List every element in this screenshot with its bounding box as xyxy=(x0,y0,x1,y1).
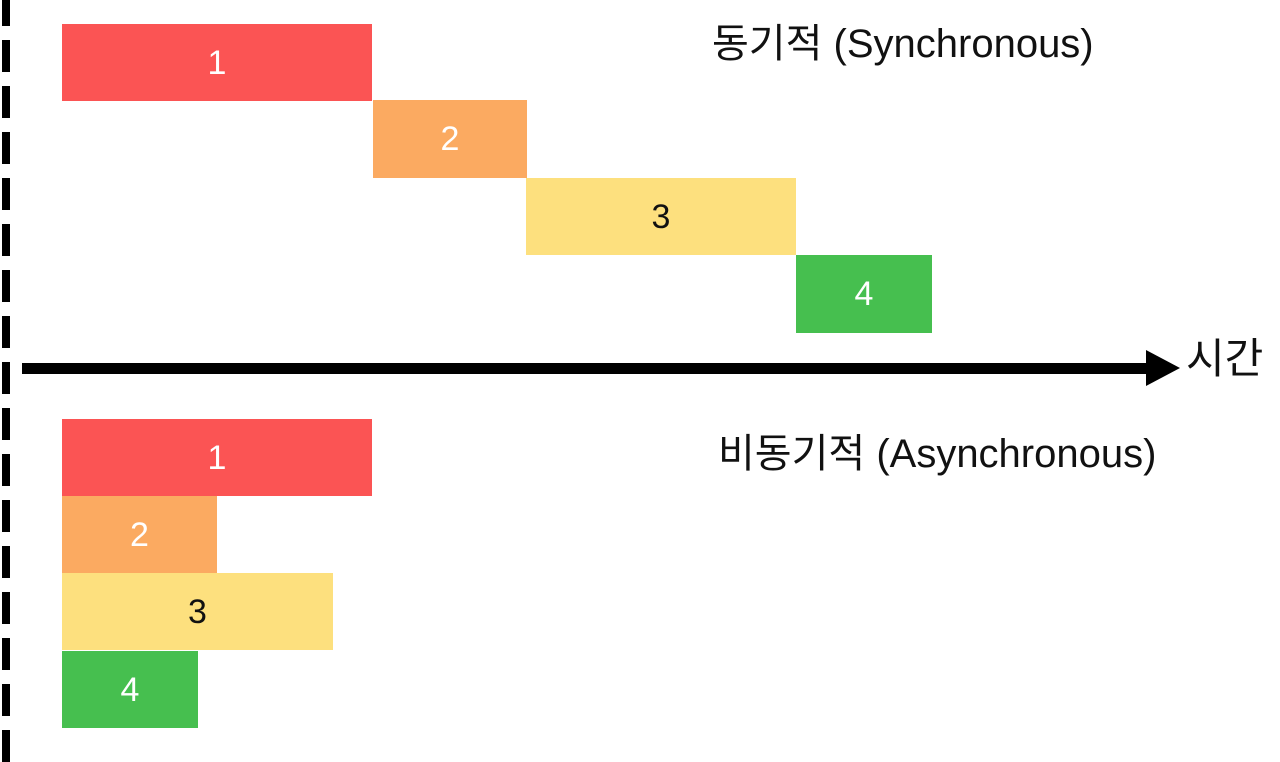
task-bar-label: 4 xyxy=(120,670,140,709)
task-bar-label: 1 xyxy=(207,43,227,82)
task-bar-asynchronous-2: 2 xyxy=(62,496,217,573)
time-axis-line xyxy=(22,363,1158,374)
task-bar-asynchronous-3: 3 xyxy=(62,573,333,650)
task-bar-label: 3 xyxy=(651,197,671,236)
time-axis-label: 시간 xyxy=(1186,335,1264,382)
task-bar-synchronous-2: 2 xyxy=(373,100,527,178)
task-bar-label: 2 xyxy=(440,120,460,158)
asynchronous-section-title: 비동기적 (Asynchronous) xyxy=(718,432,1157,476)
task-bar-synchronous-3: 3 xyxy=(526,178,796,255)
task-bar-label: 1 xyxy=(207,438,227,477)
task-bar-asynchronous-1: 1 xyxy=(62,419,372,496)
synchronous-section-title: 동기적 (Synchronous) xyxy=(712,22,1094,66)
task-bar-synchronous-4: 4 xyxy=(796,255,932,333)
time-origin-dashed-line xyxy=(2,0,10,762)
task-bar-label: 3 xyxy=(188,592,207,631)
time-axis-arrow-icon xyxy=(1146,350,1180,386)
task-bar-asynchronous-4: 4 xyxy=(62,651,198,728)
task-bar-label: 2 xyxy=(130,515,149,554)
task-bar-label: 4 xyxy=(854,275,874,313)
task-bar-synchronous-1: 1 xyxy=(62,24,372,101)
